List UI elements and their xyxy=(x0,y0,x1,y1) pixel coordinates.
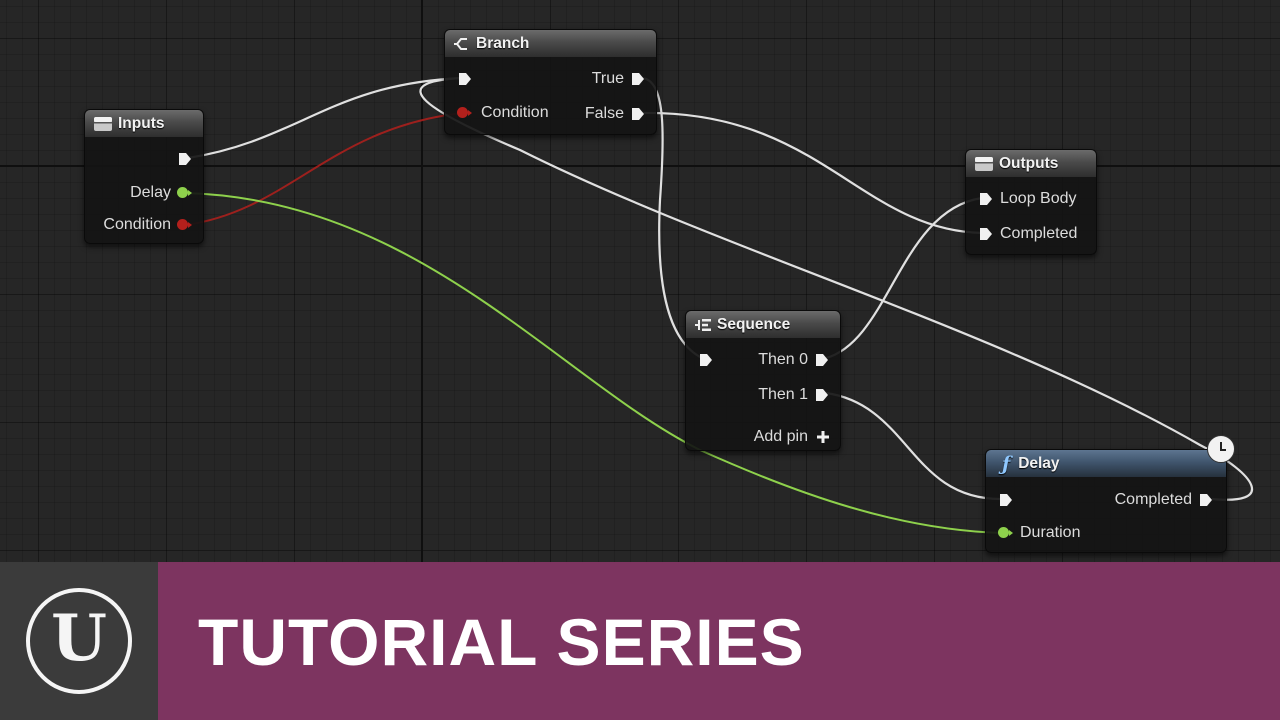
outputs-node-header[interactable]: Outputs xyxy=(966,150,1096,177)
delay-completed-row: Completed xyxy=(1115,488,1214,512)
wire-sequence-then1-to-delay-exec xyxy=(825,391,1003,501)
branch-false-row: False xyxy=(585,102,646,126)
wire-inputs-delay-to-delay-duration xyxy=(185,192,1003,534)
float-out-pin[interactable] xyxy=(177,187,192,199)
tunnel-node-icon xyxy=(93,116,113,132)
sequence-then1-row: Then 1 xyxy=(758,383,830,407)
branch-true-label: True xyxy=(591,70,624,87)
exec-out-pin-then0[interactable] xyxy=(814,352,830,368)
plus-icon xyxy=(816,430,830,444)
branch-exec-in-row xyxy=(457,67,473,91)
wire-inputs-condition-to-branch-condition xyxy=(185,112,463,226)
inputs-exec-out-row xyxy=(177,147,193,171)
sequence-then0-row: Then 0 xyxy=(758,348,830,372)
tutorial-banner: U TUTORIAL SERIES xyxy=(0,562,1280,720)
logo-panel: U xyxy=(0,562,158,720)
branch-node-header[interactable]: Branch xyxy=(445,30,656,57)
exec-in-pin[interactable] xyxy=(998,492,1014,508)
outputs-loop-body-row: Loop Body xyxy=(978,187,1077,211)
delay-completed-label: Completed xyxy=(1114,491,1192,508)
exec-in-pin[interactable] xyxy=(457,71,473,87)
branch-condition-label: Condition xyxy=(481,104,549,121)
inputs-node[interactable]: Inputs Delay Condition xyxy=(84,109,204,244)
exec-out-pin-completed[interactable] xyxy=(1198,492,1214,508)
title-panel: TUTORIAL SERIES xyxy=(158,562,1280,720)
delay-exec-in-row xyxy=(998,488,1014,512)
sequence-node-header[interactable]: Sequence xyxy=(686,311,840,338)
bool-in-pin[interactable] xyxy=(457,107,472,119)
tunnel-node-icon xyxy=(974,156,994,172)
delay-node[interactable]: ƒ Delay Completed Duration xyxy=(985,449,1227,553)
exec-in-pin[interactable] xyxy=(978,226,994,242)
wires-layer xyxy=(185,76,1254,534)
exec-out-pin-then1[interactable] xyxy=(814,387,830,403)
banner-title: TUTORIAL SERIES xyxy=(198,605,805,679)
float-in-pin[interactable] xyxy=(998,527,1013,539)
function-icon: ƒ xyxy=(1002,452,1011,475)
exec-in-pin[interactable] xyxy=(978,191,994,207)
outputs-completed-row: Completed xyxy=(978,222,1077,246)
bool-out-pin[interactable] xyxy=(177,219,192,231)
sequence-node-title: Sequence xyxy=(717,315,791,333)
inputs-node-header[interactable]: Inputs xyxy=(85,110,203,137)
delay-duration-label: Duration xyxy=(1020,524,1081,541)
sequence-add-pin-label: Add pin xyxy=(753,428,808,445)
delay-node-header[interactable]: ƒ Delay xyxy=(986,450,1226,477)
inputs-node-title: Inputs xyxy=(118,114,165,132)
blueprint-graph-canvas[interactable]: Inputs Delay Condition Branch xyxy=(0,0,1280,562)
branch-node[interactable]: Branch True Condition False xyxy=(444,29,657,135)
graph-origin-vertical-line xyxy=(421,0,423,562)
wire-inputs-exec-to-branch-exec xyxy=(187,76,463,160)
inputs-condition-label: Condition xyxy=(103,216,171,233)
sequence-add-pin-button[interactable]: Add pin xyxy=(754,425,830,449)
clock-icon xyxy=(1207,435,1235,463)
wire-delay-completed-loop-to-branch-exec xyxy=(419,76,1254,501)
outputs-completed-label: Completed xyxy=(1000,225,1078,242)
inputs-delay-label: Delay xyxy=(130,184,171,201)
outputs-node[interactable]: Outputs Loop Body Completed xyxy=(965,149,1097,255)
branch-false-label: False xyxy=(584,105,624,122)
wire-branch-false-to-outputs-completed xyxy=(641,111,983,235)
branch-node-title: Branch xyxy=(476,34,530,52)
unreal-logo: U xyxy=(26,588,132,694)
outputs-node-title: Outputs xyxy=(999,154,1059,172)
exec-out-pin-true[interactable] xyxy=(630,71,646,87)
unreal-logo-mark: U xyxy=(51,601,107,676)
graph-origin-horizontal-line xyxy=(0,165,1280,167)
exec-out-pin[interactable] xyxy=(177,151,193,167)
inputs-delay-row: Delay xyxy=(130,181,192,205)
delay-duration-row: Duration xyxy=(998,521,1080,545)
branch-true-row: True xyxy=(592,67,646,91)
branch-icon xyxy=(453,36,471,52)
exec-out-pin-false[interactable] xyxy=(630,106,646,122)
delay-node-title: Delay xyxy=(1018,454,1060,472)
branch-condition-row: Condition xyxy=(457,101,549,125)
sequence-exec-in-row xyxy=(698,348,714,372)
exec-in-pin[interactable] xyxy=(698,352,714,368)
sequence-node[interactable]: Sequence Then 0 Then 1 Add pin xyxy=(685,310,841,451)
wire-branch-true-to-sequence-exec xyxy=(641,76,703,359)
wire-sequence-then0-to-outputs-loopbody xyxy=(825,196,983,360)
sequence-then1-label: Then 1 xyxy=(758,386,808,403)
sequence-then0-label: Then 0 xyxy=(758,351,808,368)
sequence-icon xyxy=(694,317,712,333)
outputs-loop-body-label: Loop Body xyxy=(1000,190,1077,207)
inputs-condition-row: Condition xyxy=(103,213,192,237)
